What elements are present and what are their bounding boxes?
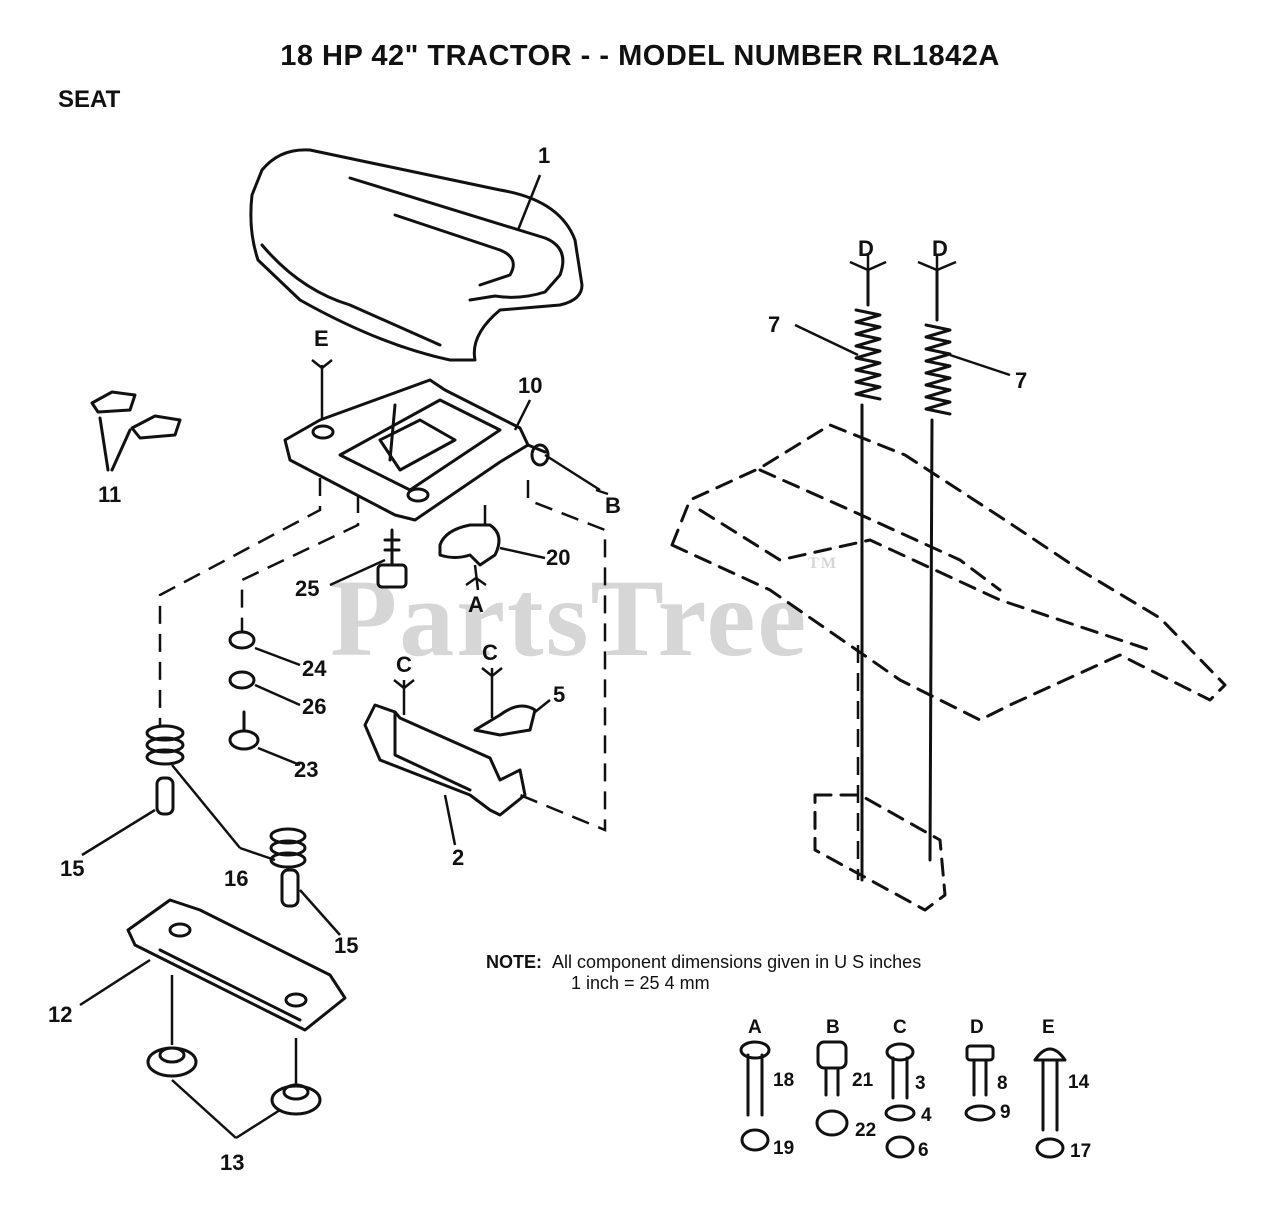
ref-c-right: C	[482, 640, 498, 665]
leader-lines	[79, 174, 1011, 1140]
callout-12: 12	[48, 1002, 72, 1027]
section-label: SEAT	[58, 86, 121, 113]
bolt-23	[228, 710, 260, 751]
washer-26	[228, 670, 256, 690]
callout-5: 5	[553, 682, 565, 707]
hardware-part-21: 21	[852, 1070, 874, 1091]
hardware-c-label: C	[893, 1017, 907, 1038]
seat-bracket-2	[363, 703, 527, 817]
callout-7-right: 7	[1015, 368, 1027, 393]
hardware-b-label: B	[826, 1017, 840, 1038]
note-line-2: 1 inch = 25 4 mm	[571, 973, 710, 993]
hardware-part-3: 3	[915, 1073, 926, 1094]
hardware-a-label: A	[748, 1017, 762, 1038]
spring-16-right	[269, 827, 307, 869]
callout-24: 24	[302, 656, 327, 681]
callout-23: 23	[294, 757, 318, 782]
hardware-part-19: 19	[773, 1138, 794, 1159]
ref-c-left: C	[396, 652, 412, 677]
ref-b: B	[605, 493, 621, 518]
assembly-lines	[158, 478, 860, 880]
callout-25: 25	[295, 576, 319, 601]
callout-16: 16	[224, 866, 248, 891]
ref-a: A	[468, 592, 484, 617]
callout-20: 20	[546, 545, 570, 570]
tractor-fender-outline	[670, 423, 1227, 912]
page-title: 18 HP 42" TRACTOR - - MODEL NUMBER RL184…	[280, 40, 1000, 72]
pad-parts	[90, 390, 182, 472]
callout-26: 26	[302, 694, 326, 719]
hardware-part-17: 17	[1070, 1141, 1091, 1162]
note-label: NOTE:	[486, 952, 542, 972]
bolt-25	[376, 528, 408, 589]
mount-plate-12	[126, 898, 347, 1032]
callout-7-left: 7	[768, 312, 780, 337]
hardware-d-label: D	[970, 1017, 984, 1038]
bushing-13-left	[146, 1046, 198, 1078]
watermark: PartsTreeTM	[330, 555, 838, 679]
hardware-part-9: 9	[1000, 1102, 1011, 1123]
hardware-group-d	[964, 1044, 996, 1122]
callout-11: 11	[98, 482, 121, 507]
hardware-group-e	[1033, 1047, 1067, 1159]
hardware-part-6: 6	[918, 1140, 929, 1161]
bracket-20	[438, 523, 501, 567]
hardware-e-label: E	[1042, 1017, 1055, 1038]
ref-e: E	[314, 326, 329, 351]
seat-cushion-part	[249, 148, 584, 362]
spring-16-left	[145, 724, 185, 766]
callout-2: 2	[452, 845, 464, 870]
callout-15-left: 15	[60, 856, 84, 881]
hardware-part-14: 14	[1068, 1072, 1090, 1093]
pin-15-right	[280, 868, 300, 908]
callout-15-right: 15	[334, 933, 358, 958]
hardware-part-18: 18	[773, 1070, 794, 1091]
hardware-part-8: 8	[997, 1073, 1008, 1094]
dimension-note: NOTE: All component dimensions given in U…	[486, 952, 921, 994]
seat-pan-part	[283, 378, 550, 522]
clamp-5	[473, 704, 537, 737]
hardware-group-b	[815, 1040, 849, 1137]
ref-d-right: D	[932, 236, 948, 261]
hardware-part-22: 22	[855, 1120, 876, 1141]
callout-1: 1	[538, 143, 550, 168]
ref-arrows	[311, 260, 957, 690]
nut-24	[228, 630, 256, 650]
hardware-group-a	[739, 1040, 771, 1152]
callout-13: 13	[220, 1150, 244, 1175]
note-line-1: All component dimensions given in U S in…	[552, 952, 922, 972]
pin-15-left	[155, 776, 175, 816]
ref-d-left: D	[858, 236, 874, 261]
hardware-part-4: 4	[921, 1105, 932, 1126]
spring-7-left	[854, 268, 882, 882]
spring-7-right	[924, 268, 952, 862]
callout-10: 10	[518, 373, 542, 398]
hardware-group-c	[884, 1042, 916, 1159]
